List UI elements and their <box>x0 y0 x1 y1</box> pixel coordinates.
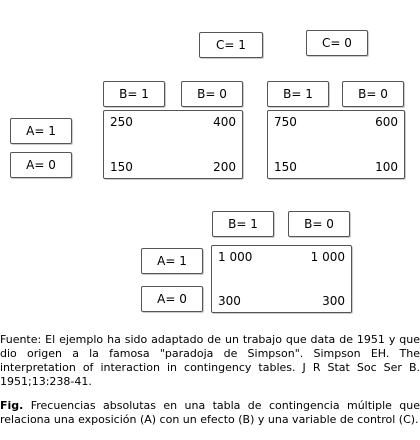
total-a1-b1-value: 1 000 <box>218 250 253 264</box>
table-c1: 250 400 150 200 <box>103 110 243 179</box>
total-a1-b0-value: 1 000 <box>310 250 345 264</box>
c1-b1-header: B= 1 <box>103 81 165 107</box>
figure-caption-text: Frecuencias absolutas en una tabla de co… <box>0 399 420 426</box>
source-note: Fuente: El ejemplo ha sido adaptado de u… <box>0 333 420 388</box>
figure-caption: Fig. Frecuencias absolutas en una tabla … <box>0 399 420 427</box>
a0-header: A= 0 <box>10 152 72 178</box>
c0-a1-b0-value: 600 <box>375 115 398 129</box>
c1-b0-header: B= 0 <box>181 81 243 107</box>
total-a0-header: A= 0 <box>141 286 203 312</box>
c1-header: C= 1 <box>199 32 263 58</box>
c0-a0-b1-value: 150 <box>274 160 297 174</box>
c1-a1-b1-value: 250 <box>110 115 133 129</box>
c1-a0-b1-value: 150 <box>110 160 133 174</box>
c0-b1-header: B= 1 <box>267 81 329 107</box>
total-a0-b1-value: 300 <box>218 294 241 308</box>
c0-a0-b0-value: 100 <box>375 160 398 174</box>
total-b0-header: B= 0 <box>288 211 350 237</box>
table-total: 1 000 1 000 300 300 <box>211 245 352 313</box>
c0-a1-b1-value: 750 <box>274 115 297 129</box>
c1-a0-b0-value: 200 <box>213 160 236 174</box>
c0-b0-header: B= 0 <box>342 81 404 107</box>
figure-label: Fig. <box>0 399 24 412</box>
total-a1-header: A= 1 <box>141 248 203 274</box>
total-a0-b0-value: 300 <box>322 294 345 308</box>
table-c0: 750 600 150 100 <box>267 110 405 179</box>
c0-header: C= 0 <box>306 30 368 56</box>
a1-header: A= 1 <box>10 118 72 144</box>
c1-a1-b0-value: 400 <box>213 115 236 129</box>
total-b1-header: B= 1 <box>212 211 274 237</box>
